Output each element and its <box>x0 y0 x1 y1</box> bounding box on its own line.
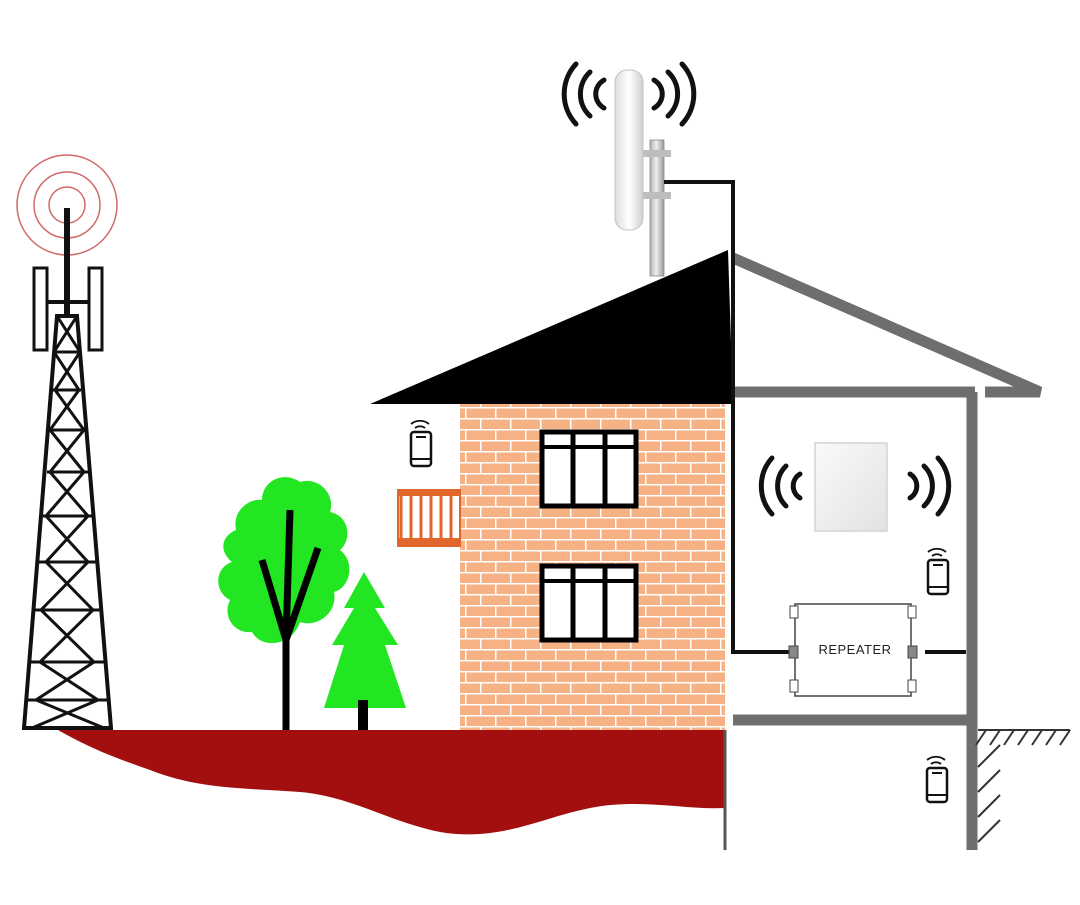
repeater-unit-icon: REPEATER <box>788 603 918 697</box>
smartphone-icon <box>925 755 949 804</box>
tree-icon <box>218 477 350 730</box>
window-lower <box>539 563 639 643</box>
balcony-icon <box>397 489 461 547</box>
antenna-cable <box>664 180 795 654</box>
house-cutaway <box>730 252 1043 850</box>
wifi-signal-icon <box>758 455 952 517</box>
smartphone-icon <box>409 419 433 468</box>
smartphone-icon <box>926 547 950 596</box>
repeater-label: REPEATER <box>818 642 891 657</box>
soil-hatching <box>975 729 1071 843</box>
cell-tower-icon <box>16 154 118 730</box>
pine-tree-icon <box>324 572 406 730</box>
indoor-antenna-icon <box>814 442 888 532</box>
window-upper <box>539 429 639 509</box>
ground <box>58 730 725 835</box>
roof <box>370 250 733 404</box>
outdoor-antenna-icon <box>614 69 671 277</box>
wifi-signal-icon <box>561 61 697 127</box>
